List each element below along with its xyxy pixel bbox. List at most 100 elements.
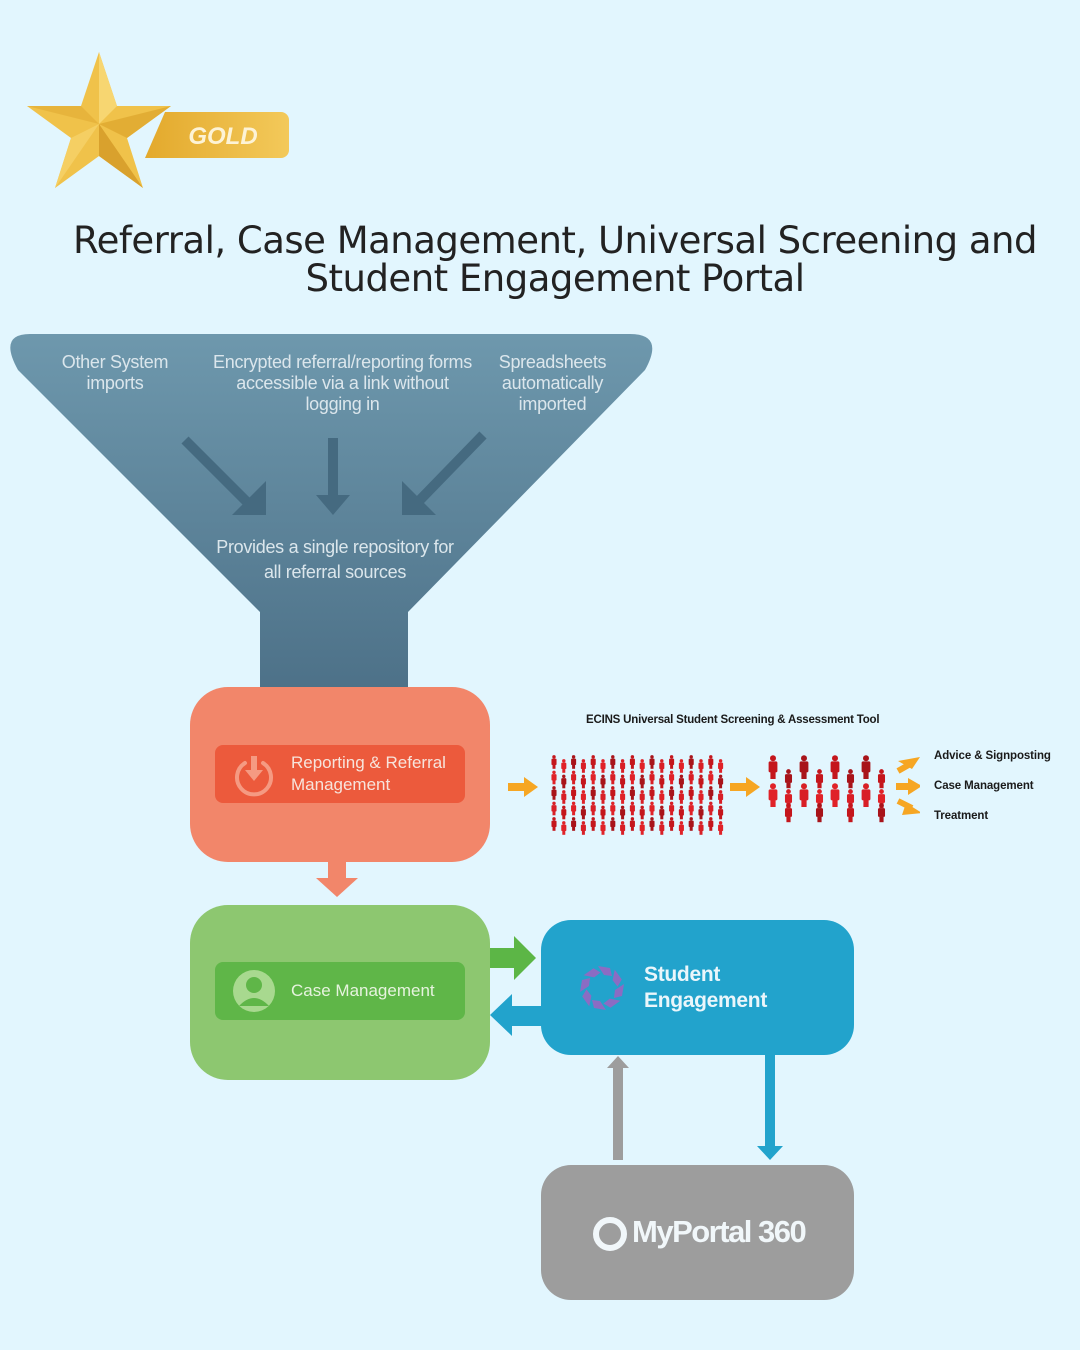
arrow-referral-to-case (316, 860, 358, 897)
outcome-arrows (896, 757, 920, 815)
person-figure-icon (669, 801, 675, 816)
person-icon (233, 970, 275, 1012)
person-figure-icon (639, 790, 645, 804)
person-figure-icon (877, 769, 886, 789)
person-figure-icon (590, 801, 596, 816)
repository-description: Provides a single repository for all ref… (216, 537, 454, 582)
source-encrypted-forms: Encrypted referral/reporting forms acces… (213, 352, 472, 414)
student-engagement-module[interactable] (541, 920, 854, 1055)
source-other-system-imports: Other System imports (61, 352, 169, 393)
person-figure-icon (620, 790, 626, 804)
person-figure-icon (600, 759, 606, 773)
arrow-up-right-icon (896, 757, 920, 774)
person-figure-icon (620, 774, 626, 789)
badge-label: GOLD (188, 123, 257, 150)
case-management-label: Case Management (291, 981, 435, 1000)
person-figure-icon (551, 801, 557, 816)
person-figure-icon (590, 817, 596, 831)
person-figure-icon (600, 774, 606, 789)
person-figure-icon (600, 821, 606, 835)
person-figure-icon (580, 821, 586, 835)
person-figure-icon (600, 790, 606, 804)
aperture-icon (579, 965, 625, 1011)
person-figure-icon (551, 786, 557, 800)
person-figure-icon (620, 821, 626, 835)
person-figure-icon (678, 821, 684, 835)
person-figure-icon (639, 774, 645, 789)
referral-module-label-bar[interactable]: Reporting & Referral Management (215, 745, 465, 803)
person-figure-icon (551, 817, 557, 831)
arrow-to-flagged-icon (730, 777, 760, 797)
person-figure-icon (649, 770, 655, 785)
arrow-down-left-icon (402, 431, 487, 515)
download-power-icon (235, 756, 273, 797)
person-figure-icon (678, 805, 684, 820)
person-figure-icon (649, 755, 655, 769)
person-figure-icon (698, 774, 704, 789)
person-figure-icon (718, 821, 724, 835)
person-figure-icon (688, 770, 694, 785)
person-figure-icon (688, 786, 694, 800)
arrow-engagement-to-portal (757, 1055, 783, 1160)
person-figure-icon (708, 801, 714, 816)
outcome-treatment: Treatment (934, 810, 989, 822)
person-figure-icon (678, 790, 684, 804)
person-figure-icon (610, 801, 616, 816)
person-figure-icon (590, 786, 596, 800)
case-management-label-bar[interactable]: Case Management (215, 962, 465, 1020)
full-student-population (551, 755, 724, 835)
person-figure-icon (815, 769, 824, 789)
arrow-down-icon (316, 438, 350, 515)
person-figure-icon (610, 786, 616, 800)
ring-logo-icon (593, 1217, 627, 1251)
title-line-2: Student Engagement Portal (305, 257, 805, 300)
person-figure-icon (688, 755, 694, 769)
person-figure-icon (639, 759, 645, 773)
person-figure-icon (708, 755, 714, 769)
person-figure-icon (669, 817, 675, 831)
person-figure-icon (580, 759, 586, 773)
person-figure-icon (629, 755, 635, 769)
person-figure-icon (659, 774, 665, 789)
outcome-advice-signposting: Advice & Signposting (934, 750, 1051, 762)
myportal-360-label: MyPortal 360 (632, 1214, 807, 1249)
person-figure-icon (659, 790, 665, 804)
person-figure-icon (629, 786, 635, 800)
person-figure-icon (649, 801, 655, 816)
person-figure-icon (698, 790, 704, 804)
person-figure-icon (784, 803, 793, 823)
person-figure-icon (571, 770, 577, 785)
arrow-engagement-to-case (490, 994, 542, 1036)
person-figure-icon (561, 790, 567, 804)
person-figure-icon (561, 774, 567, 789)
person-figure-icon (718, 805, 724, 820)
person-figure-icon (708, 817, 714, 831)
person-figure-icon (639, 821, 645, 835)
page-title: Referral, Case Management, Universal Scr… (40, 222, 1070, 298)
flagged-student-group (768, 755, 886, 823)
person-figure-icon (580, 774, 586, 789)
arrow-right-icon (896, 778, 920, 795)
person-figure-icon (830, 755, 840, 779)
person-figure-icon (708, 770, 714, 785)
person-figure-icon (830, 783, 840, 807)
person-figure-icon (678, 774, 684, 789)
person-figure-icon (551, 770, 557, 785)
arrow-into-screening-icon (508, 777, 538, 797)
person-figure-icon (799, 755, 809, 779)
person-figure-icon (610, 755, 616, 769)
screening-tool-title: ECINS Universal Student Screening & Asse… (586, 714, 880, 726)
person-figure-icon (610, 770, 616, 785)
person-figure-icon (799, 783, 809, 807)
arrow-down-right-icon (181, 436, 266, 515)
star-icon (27, 52, 171, 188)
person-figure-icon (718, 759, 724, 773)
person-figure-icon (610, 817, 616, 831)
referral-module-label: Reporting & Referral Management (291, 753, 446, 794)
person-figure-icon (561, 805, 567, 820)
person-figure-icon (659, 821, 665, 835)
person-figure-icon (718, 790, 724, 804)
screening-population (508, 755, 920, 835)
person-figure-icon (861, 755, 871, 779)
person-figure-icon (571, 817, 577, 831)
